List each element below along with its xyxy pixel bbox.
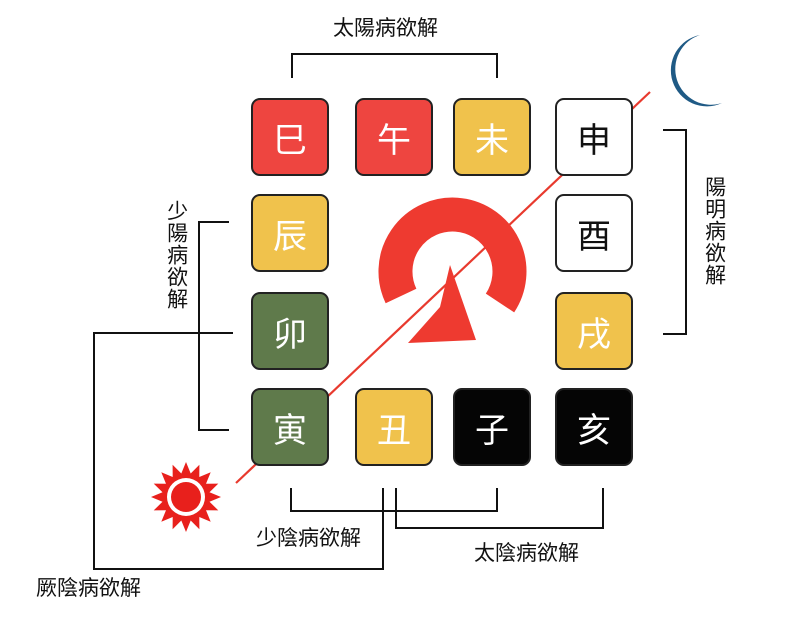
crescent-moon-icon	[670, 35, 722, 107]
shaoyin-label: 少陰病欲解	[256, 526, 361, 550]
taiyang-label: 太陽病欲解	[333, 16, 438, 40]
branch-cell-mao: 卯	[251, 292, 329, 370]
taiyin-label: 太陰病欲解	[474, 541, 579, 565]
branch-cell-si: 巳	[251, 98, 329, 176]
branch-cell-hai: 亥	[555, 388, 633, 466]
taiyang-bracket	[291, 53, 498, 78]
branch-cell-chou: 丑	[355, 388, 433, 466]
shaoyang-bracket	[198, 221, 229, 431]
taiyin-bracket	[395, 488, 604, 529]
yangming-bracket	[663, 129, 687, 335]
shaoyin-bracket	[290, 488, 498, 512]
branch-cell-you: 酉	[555, 194, 633, 272]
sun-icon	[151, 462, 221, 532]
branch-cell-zi: 子	[453, 388, 531, 466]
branch-cell-chen: 辰	[251, 194, 329, 272]
circular-arrow-icon	[378, 197, 527, 343]
jueyin-bracket	[93, 332, 384, 570]
branch-cell-wei: 未	[453, 98, 531, 176]
branch-cell-wu: 午	[355, 98, 433, 176]
branch-cell-shen: 申	[555, 98, 633, 176]
sun-core	[171, 482, 201, 512]
shaoyang-label: 少陽病欲解	[164, 200, 189, 310]
jueyin-label: 厥陰病欲解	[36, 576, 141, 600]
yangming-label: 陽明病欲解	[702, 176, 727, 286]
branch-cell-yin: 寅	[251, 388, 329, 466]
branch-cell-xu: 戌	[555, 292, 633, 370]
